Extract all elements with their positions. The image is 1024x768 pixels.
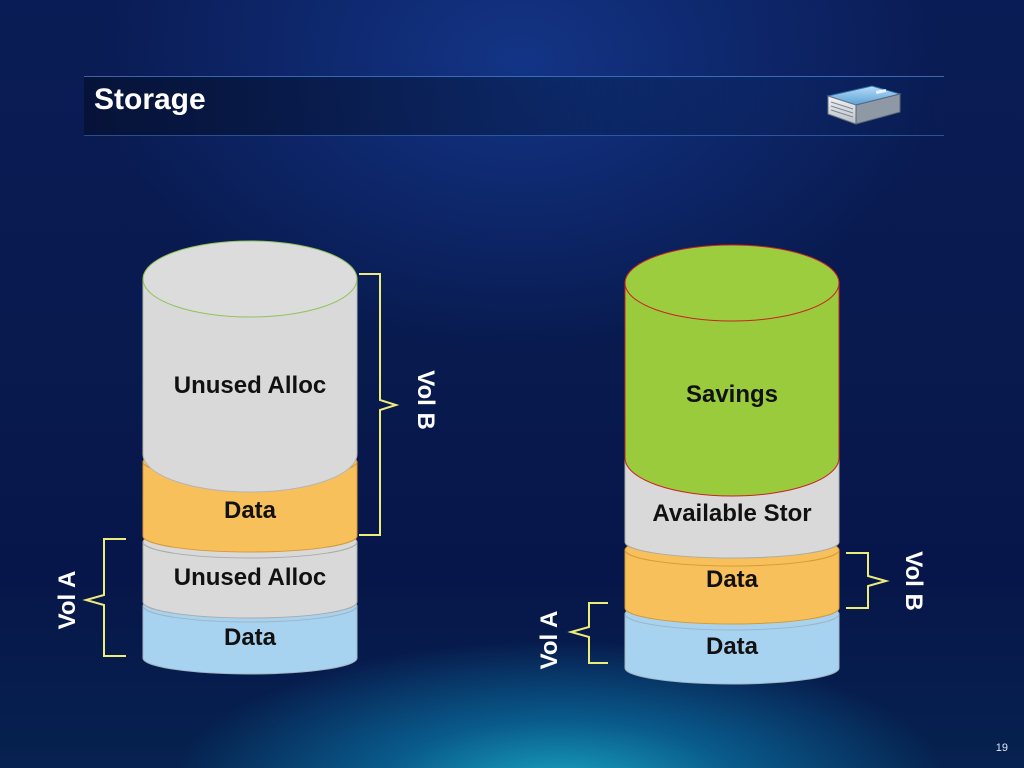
- server-storage-icon: [826, 85, 902, 125]
- right-vol-a-bracket: Vol A: [536, 602, 608, 670]
- right-segment-savings-label: Savings: [686, 381, 778, 408]
- slide-title: Storage: [94, 83, 206, 116]
- left-vol-b-label: Vol B: [412, 370, 439, 430]
- left-segment-unused-alloc-top: Unused Alloc: [142, 240, 358, 493]
- left-vol-a-label: Vol A: [54, 571, 81, 630]
- left-vol-a-bracket: Vol A: [54, 538, 126, 657]
- left-segment-unused-alloc-top-label: Unused Alloc: [174, 372, 326, 399]
- left-segment-data-upper-label: Data: [224, 497, 277, 524]
- right-segment-available-stor-label: Available Stor: [652, 500, 811, 527]
- right-cylinder-stack: Data Data Available Stor Savings Vol B: [536, 244, 927, 685]
- left-vol-b-bracket: Vol B: [359, 273, 439, 536]
- title-band: [84, 76, 944, 136]
- right-segment-savings: Savings: [624, 244, 840, 497]
- right-vol-b-label: Vol B: [900, 551, 927, 611]
- left-segment-data-bottom-label: Data: [224, 624, 277, 651]
- left-segment-unused-alloc-lower-label: Unused Alloc: [174, 564, 326, 591]
- left-cylinder-stack: Data Unused Alloc Data Unused Alloc Vol …: [54, 240, 439, 675]
- right-vol-a-label: Vol A: [536, 611, 563, 670]
- page-number: 19: [995, 742, 1008, 754]
- right-segment-data-bottom-label: Data: [706, 633, 759, 660]
- right-segment-data-upper-label: Data: [706, 566, 759, 593]
- right-vol-b-bracket: Vol B: [846, 551, 927, 611]
